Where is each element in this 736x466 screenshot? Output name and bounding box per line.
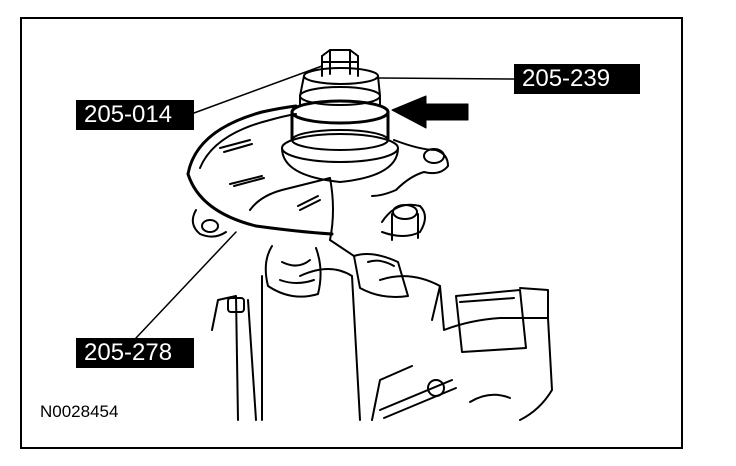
force-arrow [391, 95, 469, 129]
vise-body [211, 268, 553, 421]
leader-205-278 [135, 231, 237, 339]
callout-205-239: 205-239 [514, 64, 640, 94]
hub-bearing-and-tools [281, 49, 399, 183]
callout-205-014: 205-014 [76, 100, 194, 130]
leader-205-014 [193, 65, 323, 114]
leader-lines [135, 65, 515, 339]
callout-205-278: 205-278 [76, 338, 194, 368]
figure-id: N0028454 [40, 402, 119, 421]
dust-shield [186, 104, 334, 238]
leader-205-239 [375, 77, 515, 80]
